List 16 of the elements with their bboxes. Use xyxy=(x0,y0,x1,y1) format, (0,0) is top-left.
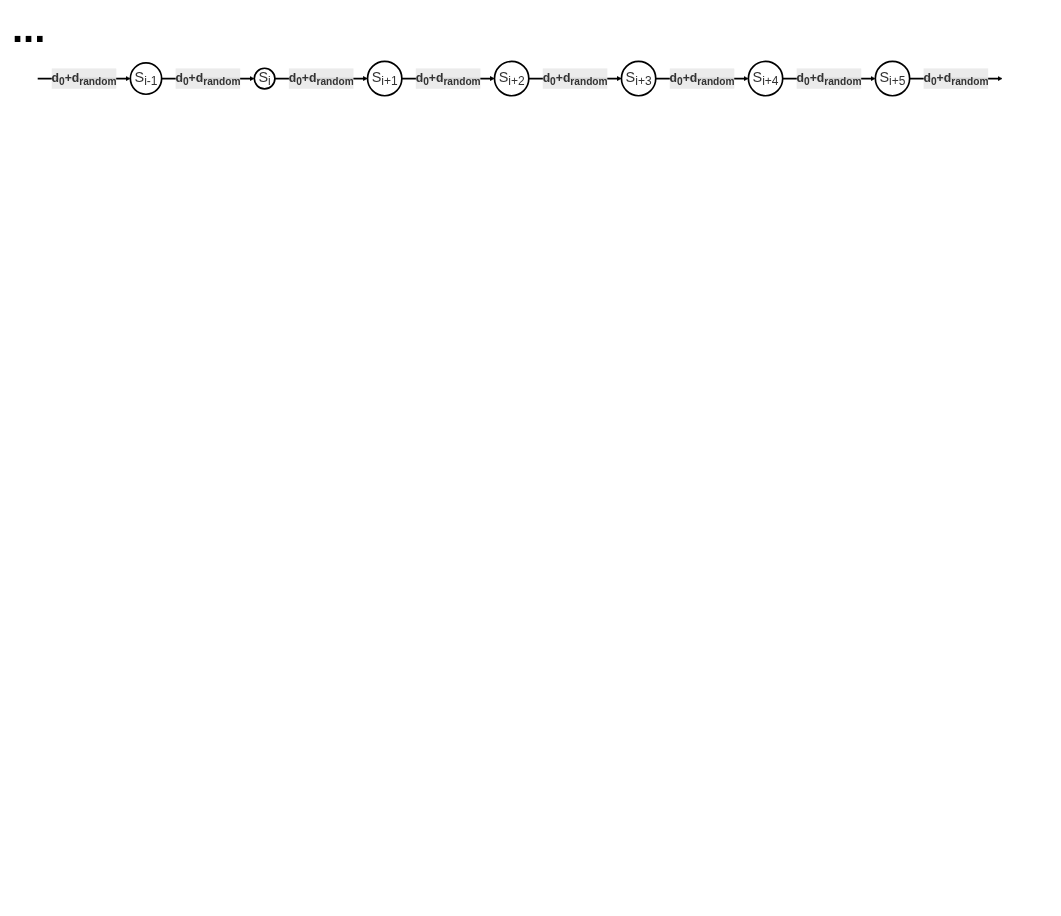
node-circle: S$_{i+4}$ xyxy=(747,60,784,97)
ellipsis-text: ... xyxy=(12,6,46,50)
edge-label: d$_{0}$+d$_{random}$ xyxy=(542,70,608,87)
edge-label: d$_{0}$+d$_{random}$ xyxy=(51,70,117,87)
edge-label: d$_{0}$+d$_{random}$ xyxy=(923,70,989,87)
node-circle: S$_{i+3}$ xyxy=(620,60,657,97)
edge-label: d$_{0}$+d$_{random}$ xyxy=(669,70,735,87)
node-circle: S$_{i+2}$ xyxy=(493,60,530,97)
node-circle: S$_{i-1}$ xyxy=(129,62,163,96)
edge-label: d$_{0}$+d$_{random}$ xyxy=(175,70,241,87)
node-circle: S$_{i}$ xyxy=(253,67,276,90)
node-circle: S$_{i+1}$ xyxy=(366,60,403,97)
node-circle: S$_{i+5}$ xyxy=(874,60,911,97)
edge-label: d$_{0}$+d$_{random}$ xyxy=(415,70,481,87)
edge-label: d$_{0}$+d$_{random}$ xyxy=(796,70,862,87)
edge-label: d$_{0}$+d$_{random}$ xyxy=(288,70,354,87)
